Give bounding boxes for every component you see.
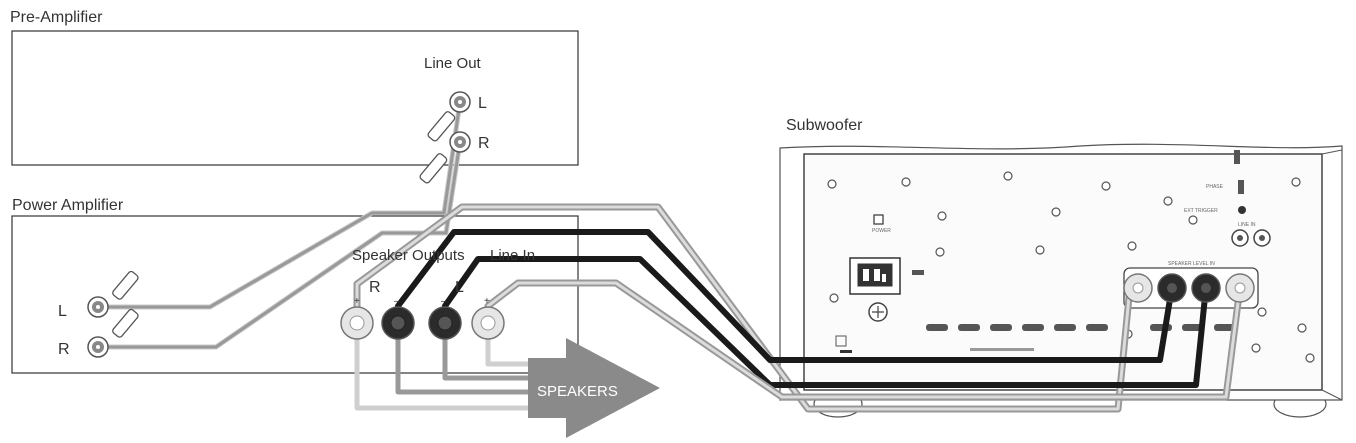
terminal-minus-label-1: – <box>394 296 400 307</box>
speakers-arrow: SPEAKERS <box>528 338 660 438</box>
phase-label: PHASE <box>1206 184 1224 190</box>
preamp-right-label: R <box>478 135 490 152</box>
rca-plugs <box>112 111 456 338</box>
terminal-minus-label-2: – <box>441 296 447 307</box>
speaker-feed-1 <box>354 319 551 411</box>
poweramp-title: Power Amplifier <box>12 197 124 214</box>
subwoofer-title: Subwoofer <box>786 117 863 134</box>
cables <box>97 99 1244 413</box>
trigger-jack-icon <box>1238 206 1246 214</box>
filter-switch-icon <box>1234 150 1240 164</box>
speaker-outputs-label: Speaker Outputs <box>352 247 465 264</box>
speaker-feed-2 <box>395 319 551 395</box>
terminal-plus-label-1: + <box>354 296 360 307</box>
speakers-label: SPEAKERS <box>537 383 618 400</box>
poweramp-left-label: L <box>58 303 67 320</box>
poweramp-right-label: R <box>58 341 70 358</box>
speaker-right-minus-cable <box>395 229 1175 363</box>
ext-trigger-label: EXT TRIGGER <box>1184 208 1218 214</box>
preamp-box <box>11 30 579 166</box>
line-in-label: Line In <box>490 247 535 264</box>
sub-line-in-group: LINE IN <box>1231 222 1271 247</box>
sub-line-in-label: LINE IN <box>1238 222 1256 228</box>
fuse-icon <box>912 270 924 275</box>
phase-switch-icon <box>1238 180 1244 194</box>
speaker-level-in-label: SPEAKER LEVEL IN <box>1168 261 1215 267</box>
preamp-left-label: L <box>478 95 487 112</box>
speakers-arrow-shape <box>528 338 660 438</box>
sub-speaker-terminals <box>1123 273 1255 303</box>
terminal-plus-label-2: + <box>484 296 490 307</box>
panel-screws <box>827 171 1315 363</box>
speaker-terminals <box>340 306 505 340</box>
speaker-left-channel-label: L <box>455 279 464 296</box>
speaker-left-minus-cable <box>442 256 1209 388</box>
speaker-feed-3 <box>442 319 551 381</box>
power-switch-icon <box>873 214 884 225</box>
preamp-line-out-label: Line Out <box>424 55 482 72</box>
power-switch-label: POWER <box>872 228 891 234</box>
speaker-right-channel-label: R <box>369 279 381 296</box>
preamp-title: Pre-Amplifier <box>10 9 103 26</box>
weee-icon <box>835 335 847 347</box>
subwoofer: POWER PHASE EXT TRIGGER LINE IN SPEAKER … <box>779 143 1343 418</box>
vent-slots <box>926 324 1236 331</box>
